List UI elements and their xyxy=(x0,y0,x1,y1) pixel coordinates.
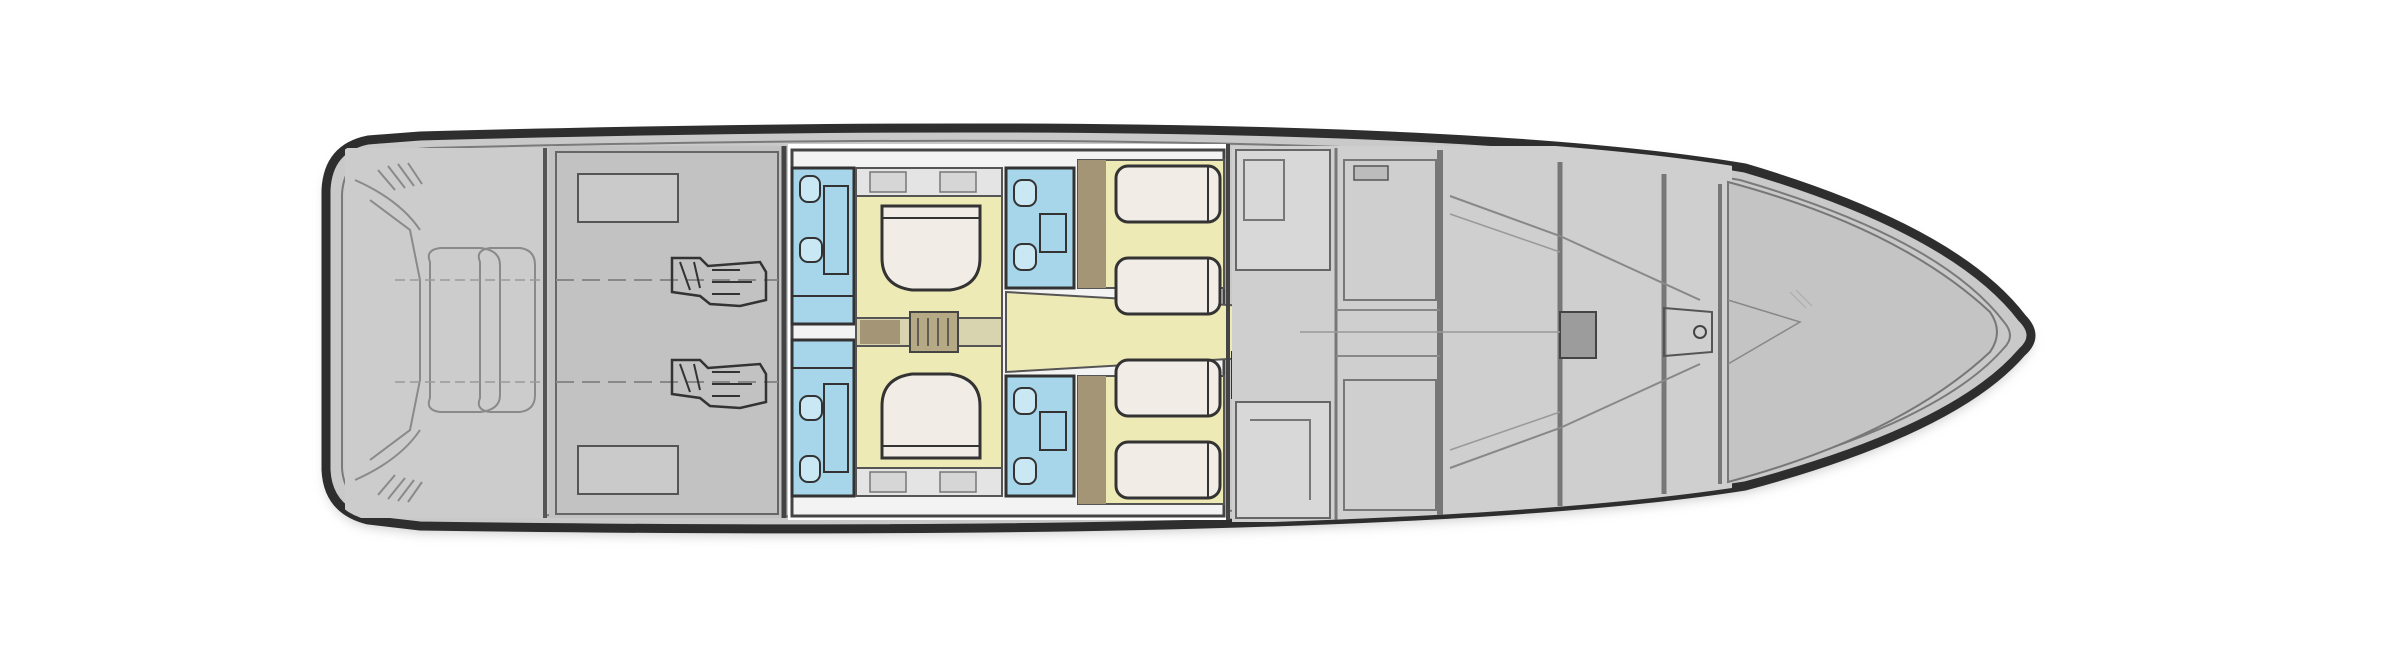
ensuite-bathroom-aft-starboard xyxy=(790,338,856,498)
accommodation-zone xyxy=(788,144,1281,520)
guest-cabin-port-fwd xyxy=(1077,159,1225,316)
guest-cabin-port-aft xyxy=(855,167,1003,319)
ensuite-bathroom-aft-port xyxy=(790,166,856,326)
forepeak-zone xyxy=(1727,180,1998,484)
ensuite-bathroom-fwd-starboard xyxy=(1004,374,1076,498)
engine-port xyxy=(670,256,768,308)
guest-cabin-starboard-aft xyxy=(855,345,1003,497)
bed-aft-starboard xyxy=(880,372,982,460)
bed-fwd-port-1 xyxy=(1114,164,1222,224)
bed-fwd-starboard-2 xyxy=(1114,440,1222,500)
bed-fwd-port-2 xyxy=(1114,256,1222,316)
ensuite-bathroom-fwd-port xyxy=(1004,166,1076,290)
engine-room-zone xyxy=(549,146,787,518)
bed-fwd-starboard-1 xyxy=(1114,358,1222,418)
bed-aft-port xyxy=(880,204,982,292)
engine-starboard xyxy=(670,358,768,410)
guest-cabin-starboard-fwd xyxy=(1077,358,1225,505)
lobby-stair xyxy=(909,311,959,353)
crew-quarters-zone xyxy=(1232,146,1732,522)
lazarette-zone xyxy=(345,148,547,518)
wardrobe-aft xyxy=(860,320,900,344)
